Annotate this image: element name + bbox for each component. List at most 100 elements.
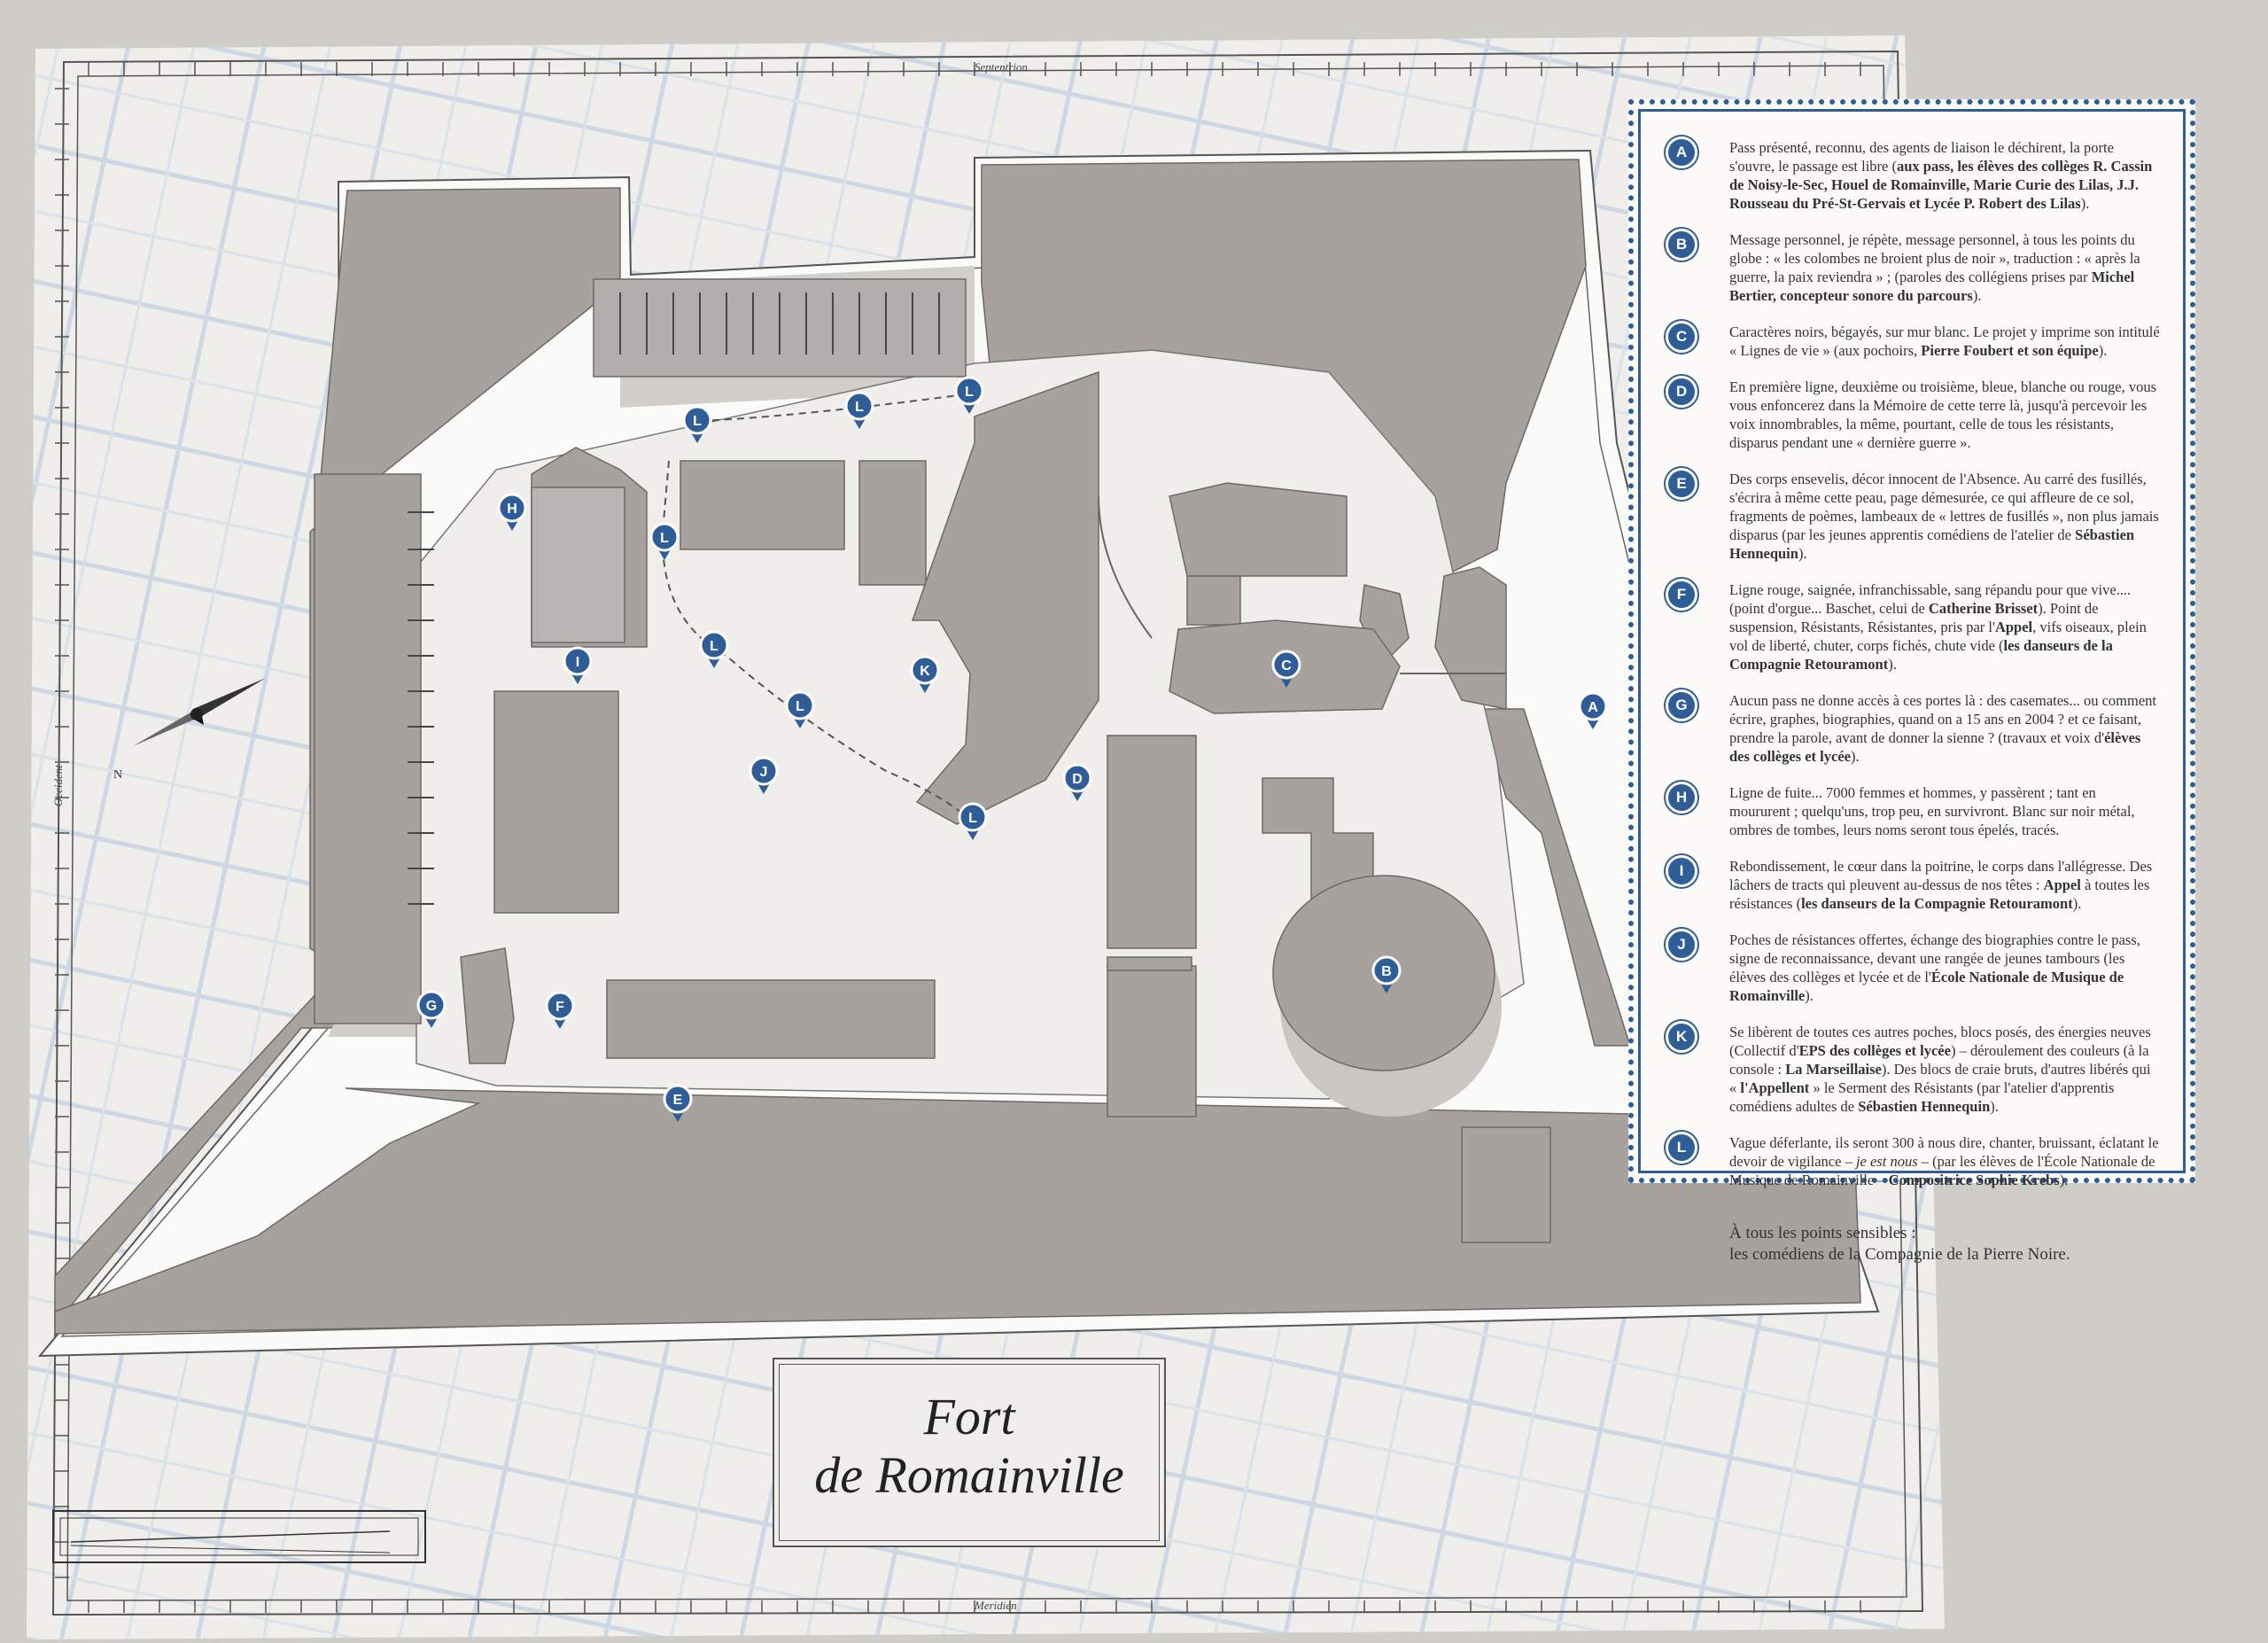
legend-entry: G Aucun pass ne donne accès à ces portes … (1664, 689, 2160, 766)
marker-circle (416, 990, 447, 1020)
marker-circle (545, 991, 575, 1021)
map-marker-l[interactable]: L (649, 522, 680, 560)
legend-text: ). (1798, 545, 1807, 562)
marker-circle (749, 756, 779, 786)
legend-text: ) – déroulement des couleurs (à la conso… (1729, 1042, 2149, 1078)
legend-marker-badge: J (1666, 929, 1697, 961)
map-marker-a[interactable]: A (1578, 691, 1608, 729)
map-marker-l[interactable]: L (699, 630, 729, 668)
legend-text: ). (2098, 342, 2108, 359)
map-marker-g[interactable]: G (416, 990, 447, 1028)
legend-marker-badge: H (1666, 782, 1697, 814)
buildings (314, 278, 1551, 1243)
compass-north-label: N (113, 768, 122, 782)
marker-letter: A (1588, 700, 1598, 715)
legend-text: ). (1888, 656, 1897, 673)
map-marker-l[interactable]: L (954, 376, 984, 414)
legend-text: les danseurs de la Compagnie Retouramont (1801, 895, 2073, 912)
map-marker-j[interactable]: J (749, 756, 779, 794)
map-marker-f[interactable]: F (545, 991, 575, 1029)
marker-letter: K (920, 664, 930, 679)
map-marker-k[interactable]: K (910, 655, 940, 693)
legend-text: Ligne de fuite... 7000 femmes et hommes,… (1729, 784, 2135, 838)
legend-text: Pierre Foubert et son équipe (1921, 342, 2099, 359)
dashed-route-diagonal (661, 460, 975, 825)
map-marker-d[interactable]: D (1062, 763, 1092, 801)
dashed-route-top (699, 393, 967, 422)
marker-letter: L (710, 639, 718, 654)
thin-paths (1098, 495, 1506, 674)
legend-text: Sébastien Hennequin (1858, 1098, 1991, 1115)
legend-text: Des corps ensevelis, décor innocent de l… (1729, 471, 2159, 543)
marker-circle (649, 522, 680, 552)
map-frame-outer (51, 50, 1924, 1616)
legend-entry: H Ligne de fuite... 7000 femmes et hommes… (1664, 782, 2160, 839)
map-marker-l[interactable]: L (844, 391, 874, 429)
legend-text: ). (1850, 748, 1860, 765)
marker-circle (1371, 955, 1402, 985)
legend-text: Vague déferlante, ils seront 300 à nous … (1729, 1134, 2159, 1170)
legend-marker-badge: L (1666, 1132, 1697, 1164)
marker-circle (682, 405, 712, 435)
legend-text: Catherine Brisset (1928, 600, 2039, 617)
map-marker-e[interactable]: E (663, 1084, 693, 1122)
map-marker-l[interactable]: L (785, 690, 815, 728)
map-marker-i[interactable]: I (563, 646, 593, 684)
marker-letter: I (576, 655, 579, 670)
legend-text: La Marseillaise (1785, 1061, 1882, 1078)
marker-letter: L (968, 811, 977, 826)
legend-text: Aucun pass ne donne accès à ces portes l… (1729, 692, 2156, 746)
legend-text: élèves des collèges et lycée (1729, 729, 2141, 765)
marker-letter: C (1281, 658, 1292, 674)
legend-text: Ligne rouge, saignée, infranchissable, s… (1729, 581, 2132, 617)
legend-footer: À tous les points sensibles : les comédi… (1664, 1223, 2160, 1265)
legend-marker-badge: G (1666, 689, 1697, 721)
legend-marker-badge: D (1666, 376, 1697, 408)
marker-letter: L (660, 531, 669, 546)
legend-text: Pass présenté, reconnu, des agents de li… (1729, 139, 2114, 175)
legend-marker-badge: I (1666, 855, 1697, 887)
map-marker-h[interactable]: H (497, 493, 527, 531)
map-title-line2: de Romainville (814, 1446, 1124, 1504)
legend-marker-badge: K (1666, 1021, 1697, 1053)
legend-text: je est nous (1855, 1153, 1918, 1170)
legend-text: ). (2080, 195, 2090, 212)
legend-text: ). Des blocs de craie bruts, d'autres li… (1729, 1061, 2151, 1096)
map-marker-l[interactable]: L (682, 405, 712, 443)
scale-bar (52, 1510, 426, 1563)
marker-letter: L (796, 699, 804, 714)
legend-text: Michel Bertier, concepteur sonore du par… (1729, 269, 2135, 304)
legend-entry: E Des corps ensevelis, décor innocent de … (1664, 468, 2160, 563)
marker-circle (910, 655, 940, 685)
marker-circle (954, 376, 984, 406)
map-marker-c[interactable]: C (1271, 650, 1301, 688)
legend-entry: J Poches de résistances offertes, échange… (1664, 929, 2160, 1005)
legend-text: Appel (2043, 876, 2081, 893)
marker-letter: D (1072, 772, 1083, 787)
map-marker-b[interactable]: B (1371, 955, 1402, 993)
scale-label-left: Occident (51, 765, 65, 806)
legend-text: Sébastien Hennequin (1729, 526, 2135, 562)
legend-text: l'Appellent (1740, 1079, 1810, 1096)
map-marker-l[interactable]: L (958, 802, 988, 840)
map-frame-inner (66, 65, 1907, 1601)
legend-entry: F Ligne rouge, saignée, infranchissable, … (1664, 579, 2160, 674)
marker-circle (1271, 650, 1301, 680)
compass-rose: N (113, 678, 266, 782)
legend-marker-badge: E (1666, 468, 1697, 500)
legend-text: ). Point de suspension, Résistants, Rési… (1729, 600, 2099, 635)
legend-marker-badge: F (1666, 579, 1697, 611)
marker-circle (785, 690, 815, 720)
legend-marker-badge: C (1666, 321, 1697, 353)
map-title-line1: Fort (923, 1388, 1015, 1445)
legend-text: Rebondissement, le cœur dans la poitrine… (1729, 858, 2153, 893)
legend-text: , vifs oiseaux, plein vol de liberté, ch… (1729, 619, 2147, 654)
legend-text: Poches de résistances offertes, échange … (1729, 931, 2140, 985)
marker-letter: L (855, 400, 864, 415)
